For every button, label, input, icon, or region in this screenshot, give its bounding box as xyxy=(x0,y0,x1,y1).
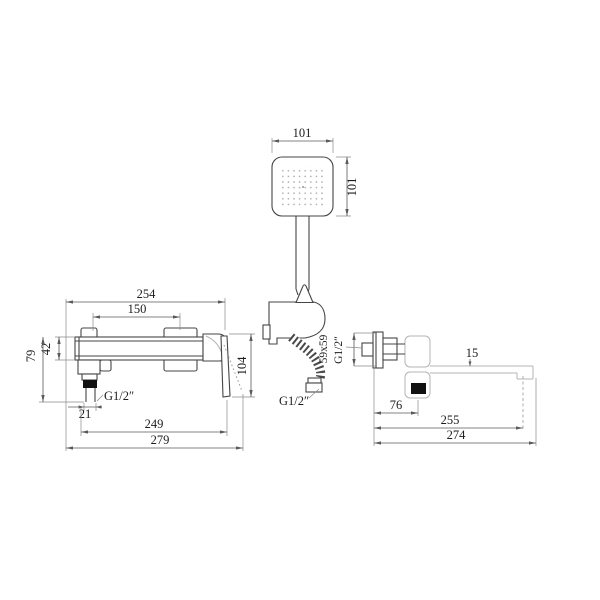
mount-block-bottom-left xyxy=(99,359,112,372)
side-view: 59x59 G1/2″ 15 76 255 274 xyxy=(318,331,537,446)
wall-bracket xyxy=(268,301,326,345)
wall-plate xyxy=(372,331,384,369)
dim-label-150: 150 xyxy=(128,302,147,316)
dim-label-255: 255 xyxy=(441,413,460,427)
hand-shower-bracket-view: G1/2″ xyxy=(262,284,326,408)
hose-fitting-collar xyxy=(307,377,322,384)
mixer-lever-handle xyxy=(220,335,231,398)
dim-label-104: 104 xyxy=(235,356,249,376)
outlet-tube xyxy=(85,388,96,402)
inlet-thread-label: G1/2″ xyxy=(333,336,345,364)
hex-nut xyxy=(382,337,398,361)
spray-center-dot xyxy=(302,186,304,188)
outlet-thread-band xyxy=(83,380,97,388)
front-view: 254 150 42 79 21 G1/2″ 249 279 104 xyxy=(24,287,255,451)
dim-label-79: 79 xyxy=(24,350,38,363)
dim-label-head-width: 101 xyxy=(293,126,312,140)
hand-shower-handle xyxy=(295,216,310,296)
side-outlet xyxy=(404,371,431,399)
hose-fitting-nut xyxy=(305,382,323,393)
plate-size-label: 59x59 xyxy=(318,334,330,363)
dim-label-21: 21 xyxy=(79,407,92,421)
spout-arm xyxy=(430,365,534,380)
dim-label-42: 42 xyxy=(39,343,53,356)
dim-label-head-height: 101 xyxy=(345,178,359,197)
dim-label-15: 15 xyxy=(466,346,479,360)
dim-label-254: 254 xyxy=(137,287,157,301)
bracket-mount-tab xyxy=(262,324,271,340)
inlet-connector xyxy=(361,342,374,357)
shower-head-view: 101 101 xyxy=(271,126,359,296)
dim-label-249: 249 xyxy=(145,417,164,431)
outlet-thread-label: G1/2″ xyxy=(104,389,134,403)
dim-label-76: 76 xyxy=(390,398,403,412)
outlet-step xyxy=(81,373,98,381)
side-body xyxy=(404,335,431,368)
dim-label-279: 279 xyxy=(151,433,170,447)
hose-thread-label: G1/2″ xyxy=(279,394,309,408)
bracket-cone-holder xyxy=(295,284,314,304)
mount-block-bottom-right xyxy=(163,358,198,372)
outlet-body xyxy=(77,359,101,375)
side-outlet-opening xyxy=(411,383,426,394)
dim-label-274: 274 xyxy=(447,428,467,442)
